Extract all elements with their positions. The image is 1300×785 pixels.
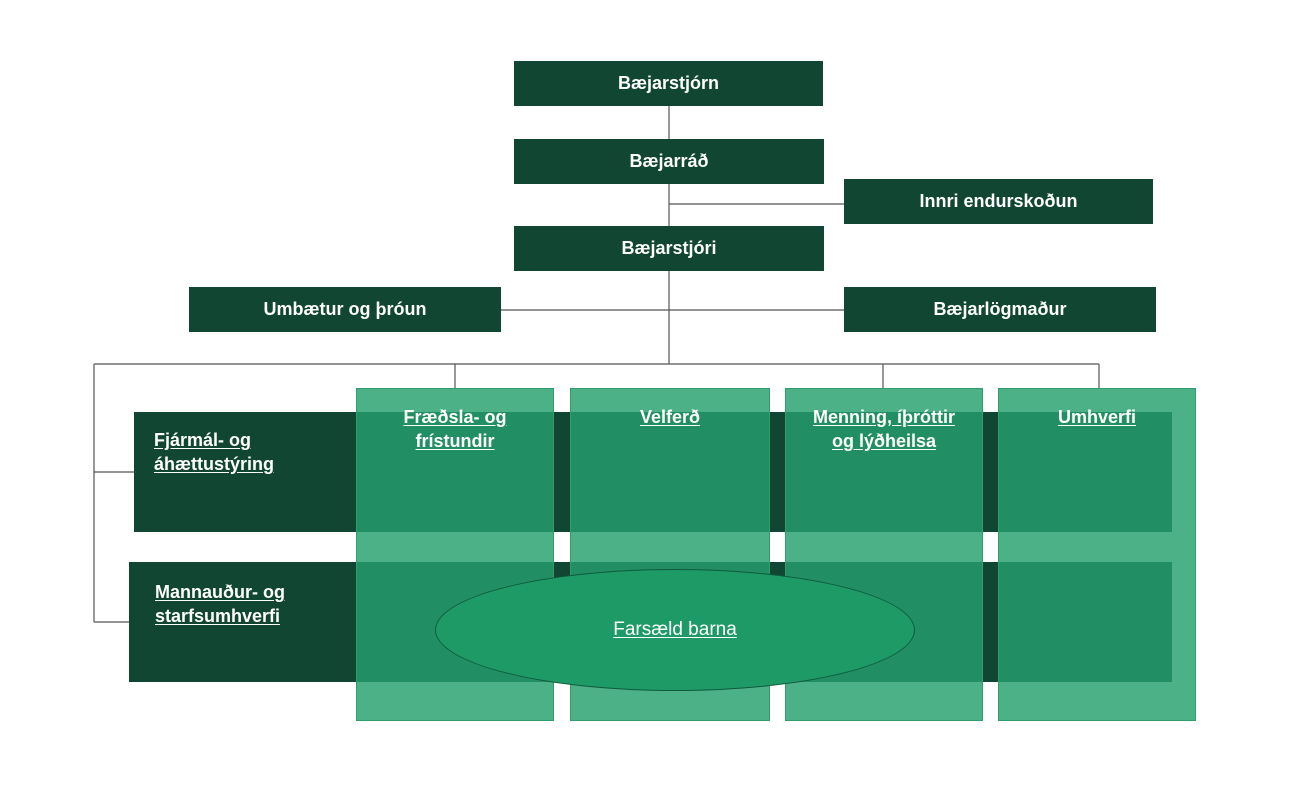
education-leisure-line1: Fræðsla- og [403,407,507,427]
finance-risk-label: Fjármál- og áhættustýring [154,428,274,476]
environment-line1: Umhverfi [1057,407,1137,427]
hr-workplace-line1: Mannauður- og [155,582,285,602]
council-label: Bæjarstjórn [617,73,720,93]
council-box: Bæjarstjórn [514,61,823,106]
town-lawyer-box: Bæjarlögmaður [844,287,1156,332]
finance-risk-line2: áhættustýring [154,454,275,474]
town-lawyer-label: Bæjarlögmaður [933,299,1067,319]
child-wellbeing-label: Farsæld barna [613,619,737,640]
mayor-label: Bæjarstjóri [621,238,717,258]
finance-risk-line1: Fjármál- og [154,430,252,450]
internal-audit-box: Innri endurskoðun [844,179,1153,224]
culture-sports-health-line1: Menning, íþróttir [813,407,955,427]
improvement-box: Umbætur og þróun [189,287,501,332]
hr-workplace-label: Mannauður- og starfsumhverfi [155,580,285,628]
executive-board-box: Bæjarráð [514,139,824,184]
child-wellbeing-ellipse: Farsæld barna [435,569,915,691]
welfare-line1: Velferð [639,407,701,427]
internal-audit-label: Innri endurskoðun [919,191,1078,211]
mayor-box: Bæjarstjóri [514,226,824,271]
culture-sports-health-line2: og lýðheilsa [831,431,937,451]
executive-board-label: Bæjarráð [629,151,709,171]
column-environment: Umhverfi [998,388,1196,721]
improvement-label: Umbætur og þróun [263,299,427,319]
hr-workplace-line2: starfsumhverfi [155,606,281,626]
education-leisure-line2: frístundir [415,431,495,451]
